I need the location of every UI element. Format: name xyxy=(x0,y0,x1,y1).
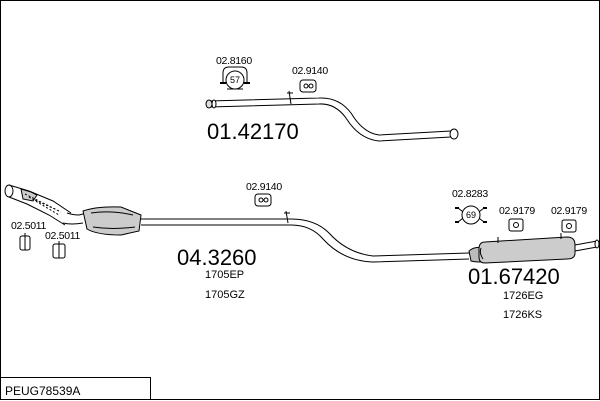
clamp-rear-part-number: 02.8283 xyxy=(452,188,488,200)
flex-pipe-drawing xyxy=(4,184,72,226)
hanger-icon xyxy=(299,79,317,93)
rear-silencer-part-number: 01.67420 xyxy=(468,264,560,289)
catalyst-sub-code-a: 1705EP xyxy=(205,269,245,281)
rear-sub-code-a: 1726EG xyxy=(503,290,544,302)
rubber-a-part-number: 02.9179 xyxy=(499,205,535,217)
rear-silencer-drawing xyxy=(468,233,600,264)
rubber-b-part-number: 02.9179 xyxy=(551,205,587,217)
catalyst-sub-code-b: 1705GZ xyxy=(205,289,245,301)
bolt-a-part-number: 02.5011 xyxy=(11,220,47,232)
rear-sub-code-b: 1726KS xyxy=(503,309,543,321)
bolt-icon xyxy=(52,241,66,259)
clamp-icon xyxy=(455,205,487,225)
hanger-icon xyxy=(254,193,272,207)
clamp-icon xyxy=(220,66,250,90)
front-pipe-part-number: 01.42170 xyxy=(207,119,299,144)
reference-box: PEUG78539A xyxy=(1,377,151,400)
clamp-rear-size: 69 xyxy=(466,210,477,220)
front-pipe-drawing xyxy=(205,90,459,142)
catalyst-drawing xyxy=(62,206,470,263)
hanger-top-part-number: 02.9140 xyxy=(292,65,328,77)
clamp-top-part-number: 02.8160 xyxy=(216,55,252,67)
clamp-top-size: 57 xyxy=(230,75,241,85)
reference-code: PEUG78539A xyxy=(5,384,81,398)
bolt-b-part-number: 02.5011 xyxy=(45,230,81,242)
catalyst-part-number: 04.3260 xyxy=(177,245,257,270)
hanger-mid-part-number: 02.9140 xyxy=(246,181,282,193)
rubber-mount-icon xyxy=(561,219,577,233)
rubber-mount-icon xyxy=(508,218,524,232)
bolt-icon xyxy=(19,233,31,251)
